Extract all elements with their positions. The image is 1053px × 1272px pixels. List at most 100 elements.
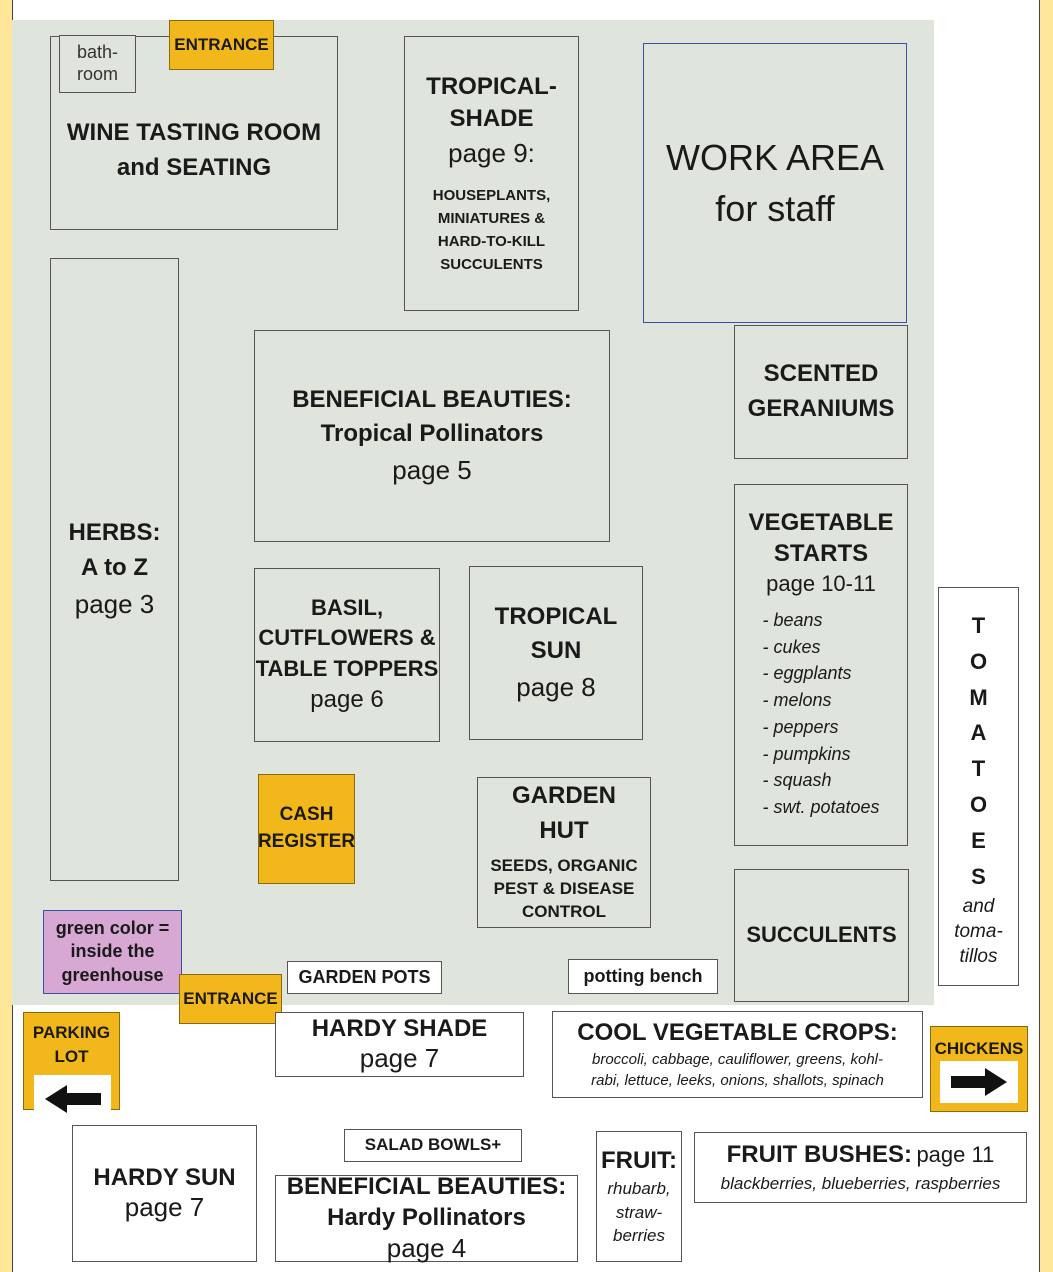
beneficial-hardy-page: page 4 [386, 1232, 467, 1263]
cool-veg-sub-1: broccoli, cabbage, cauliflower, greens, … [592, 1051, 883, 1069]
beneficial-hardy-subtitle: Hardy Pollinators [327, 1203, 526, 1231]
cash-title-1: CASH [279, 804, 334, 826]
cash-register: CASH REGISTER [258, 774, 355, 884]
tropical-shade-sub-3: HARD-TO-KILL [437, 233, 546, 251]
beneficial-hardy: BENEFICIAL BEAUTIES: Hardy Pollinators p… [275, 1173, 578, 1263]
vegetable-item: - cukes [762, 636, 821, 657]
garden-hut-title-1: GARDEN [511, 782, 616, 810]
garden-hut-sub-2: PEST & DISEASE [493, 879, 635, 899]
scented-title-2: GERANIUMS [747, 395, 895, 422]
hardy-sun: HARDY SUN page 7 [72, 1125, 257, 1262]
herbs: HERBS: A to Z page 3 [50, 258, 179, 881]
tomatoes-letter: E [971, 827, 986, 853]
parking-lot[interactable]: PARKING LOT [23, 1012, 120, 1123]
tomatoes-letter: A [970, 720, 987, 746]
basil-title-3: TABLE TOPPERS [255, 655, 439, 681]
fruit-sub-1: rhubarb, [607, 1179, 671, 1199]
vegetable-item: - eggplants [762, 663, 852, 684]
beneficial-tropical: BENEFICIAL BEAUTIES: Tropical Pollinator… [254, 330, 610, 542]
vegetable-item: - peppers [762, 716, 839, 737]
salad-bowls-label: SALAD BOWLS+ [364, 1135, 502, 1155]
tomatoes-letter: S [971, 863, 986, 889]
basil-title-1: BASIL, [310, 595, 384, 621]
greenhouse-area [12, 20, 934, 1005]
wine-title-2: and SEATING [116, 154, 272, 181]
garden-hut-sub-1: SEEDS, ORGANIC [490, 855, 638, 875]
tomatoes-letter: T [971, 613, 986, 638]
succulents-label: SUCCULENTS [746, 922, 897, 948]
salad-bowls: SALAD BOWLS+ [344, 1129, 522, 1162]
wine-tasting-room: WINE TASTING ROOM and SEATING [50, 36, 338, 230]
garden-pots: GARDEN POTS [287, 961, 442, 994]
hardy-shade: HARDY SHADE page 7 [275, 1012, 524, 1077]
fruit-bushes-title: FRUIT BUSHES: [726, 1140, 912, 1168]
tropical-sun-title-1: TROPICAL [494, 602, 618, 630]
vegetable-item: - pumpkins [762, 743, 851, 764]
legend-greenhouse-color: green color = inside the greenhouse [43, 910, 182, 994]
chickens-label: CHICKENS [934, 1039, 1024, 1058]
vegetable-item: - melons [762, 690, 832, 711]
hardy-shade-title: HARDY SHADE [311, 1014, 488, 1042]
right-arrow-icon [951, 1068, 1007, 1096]
scented-title-1: SCENTED [763, 360, 879, 388]
wine-title-1: WINE TASTING ROOM [66, 119, 322, 147]
fruit: FRUIT: rhubarb, straw- berries [596, 1131, 682, 1262]
fruit-bushes-page: page 11 [916, 1141, 995, 1167]
garden-hut-sub-3: CONTROL [521, 902, 607, 922]
basil-cutflowers: BASIL, CUTFLOWERS & TABLE TOPPERS page 6 [254, 568, 440, 742]
vegetable-item: - squash [762, 770, 832, 791]
tropical-shade-title-2: SHADE [449, 105, 534, 133]
tomatoes-sub-1: and [962, 896, 995, 918]
fruit-bushes-heading: FRUIT BUSHES: page 11 [727, 1141, 995, 1170]
tomatoes-letter: M [969, 684, 988, 710]
work-area-title-2: for staff [715, 188, 835, 229]
cool-veg-title: COOL VEGETABLE CROPS: [577, 1018, 898, 1046]
beneficial-hardy-title: BENEFICIAL BEAUTIES: [286, 1173, 567, 1201]
vegetable-title-1: VEGETABLE [748, 509, 894, 536]
entrance-bottom: ENTRANCE [179, 974, 282, 1024]
legend-label: green color = inside the greenhouse [55, 917, 170, 985]
tropical-shade-sub-1: HOUSEPLANTS, [432, 187, 551, 205]
basil-title-2: CUTFLOWERS & [258, 625, 436, 651]
tropical-shade-sub-4: SUCCULENTS [440, 256, 543, 274]
cool-vegetable-crops: COOL VEGETABLE CROPS: broccoli, cabbage,… [552, 1011, 923, 1098]
beneficial-tropical-subtitle: Tropical Pollinators [320, 420, 544, 448]
fruit-bushes-sub: blackberries, blueberries, raspberries [720, 1173, 1001, 1193]
tropical-shade: TROPICAL- SHADE page 9: HOUSEPLANTS, MIN… [404, 36, 579, 311]
entrance-top-label: ENTRANCE [174, 34, 269, 54]
tomatoes-letter: O [969, 648, 988, 674]
herbs-title-1: HERBS: [68, 519, 161, 547]
hardy-shade-page: page 7 [359, 1043, 440, 1074]
scented-geraniums: SCENTED GERANIUMS [734, 325, 908, 459]
chickens-arrow-box [940, 1061, 1018, 1103]
fruit-title: FRUIT: [601, 1146, 677, 1174]
tropical-shade-sub-2: MINIATURES & [437, 210, 546, 228]
succulents: SUCCULENTS [734, 869, 909, 1002]
tomatoes-sub-2: toma- [954, 921, 1003, 943]
work-area: WORK AREA for staff [643, 43, 907, 323]
tropical-shade-title-1: TROPICAL- [426, 72, 557, 100]
cool-veg-sub-2: rabi, lettuce, leeks, onions, shallots, … [591, 1072, 884, 1090]
vegetable-page: page 10-11 [766, 570, 876, 596]
vegetable-starts: VEGETABLE STARTS page 10-11 - beans - cu… [734, 484, 908, 846]
bathroom: bath- room [59, 35, 136, 93]
herbs-page: page 3 [74, 588, 155, 619]
garden-pots-label: GARDEN POTS [298, 966, 431, 987]
vegetable-list: - beans - cukes - eggplants - melons - p… [762, 607, 879, 821]
work-area-title-1: WORK AREA [665, 136, 885, 178]
garden-hut-title-2: HUT [539, 816, 589, 844]
parking-title-1: PARKING [32, 1023, 111, 1042]
tropical-sun-title-2: SUN [530, 637, 582, 665]
potting-bench: potting bench [568, 959, 718, 994]
tomatoes-sub-3: tillos [959, 945, 998, 967]
herbs-title-2: A to Z [80, 553, 149, 581]
fruit-sub-2: straw- [615, 1202, 663, 1222]
fruit-sub-3: berries [613, 1226, 665, 1246]
hardy-sun-page: page 7 [124, 1192, 205, 1223]
garden-hut: GARDEN HUT SEEDS, ORGANIC PEST & DISEASE… [477, 777, 651, 928]
parking-arrow-box [34, 1075, 111, 1123]
parking-title-2: LOT [54, 1047, 89, 1067]
chickens[interactable]: CHICKENS [930, 1026, 1028, 1112]
vegetable-title-2: STARTS [773, 539, 869, 567]
